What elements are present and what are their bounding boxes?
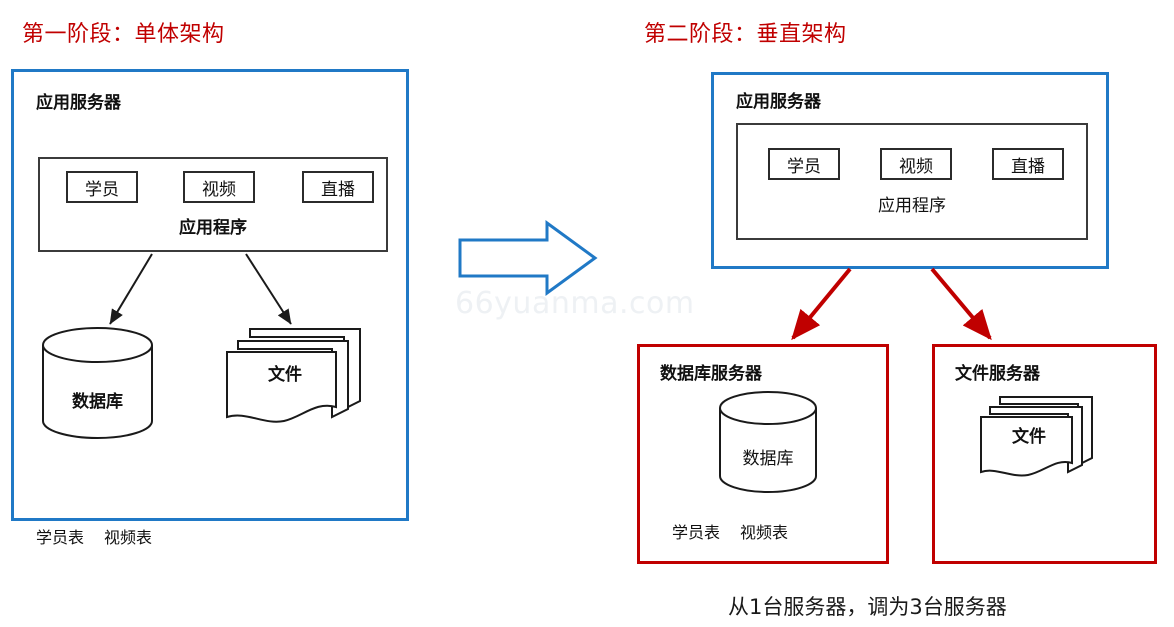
database-label: 数据库 [72,392,123,412]
arrow-app-to-file-server [930,267,992,341]
phase-one-title: 第一阶段：单体架构 [22,22,225,47]
file-server-file-stack: 文件 [978,394,1096,480]
module-box-xueyuan[interactable]: 学员 [768,148,840,180]
phase-one-file-stack: 文件 [224,325,364,427]
database-server-cylinder: 数据库 [718,391,818,493]
phase-one-arrow-layer [109,253,292,325]
arrow-app-to-db-server [791,267,852,341]
arrow-app-to-files [245,253,292,325]
phase-two-table-labels: 学员表视频表 [672,519,788,543]
table-label-xueyuanbiao: 学员表 [672,523,721,542]
phase-one-app-server-box: 应用服务器 学员 视频 直播 应用程序 学员表视频表 [11,69,409,547]
phase-one-app-server-title: 应用服务器 [36,93,121,113]
module-box-shipin[interactable]: 视频 [183,171,255,203]
module-box-xueyuan[interactable]: 学员 [66,171,138,203]
table-label-shipinbiao: 视频表 [104,528,153,547]
phase-two-app-server-title: 应用服务器 [736,92,821,112]
application-program-label: 应用程序 [179,218,247,238]
application-program-label: 应用程序 [878,196,946,216]
module-box-zhibo[interactable]: 直播 [992,148,1064,180]
module-box-shipin[interactable]: 视频 [880,148,952,180]
arrow-app-to-database [109,253,153,325]
files-label: 文件 [268,365,302,385]
database-server-title: 数据库服务器 [660,364,762,384]
phase-one-application-box: 学员 视频 直播 应用程序 [38,157,388,252]
file-server-title: 文件服务器 [955,364,1040,384]
phase-two-arrow-layer [791,267,992,341]
phase-one-database-cylinder: 数据库 [41,327,154,439]
files-label: 文件 [1012,427,1046,447]
module-box-zhibo[interactable]: 直播 [302,171,374,203]
watermark-text: 66yuanma.com [455,286,695,321]
phase-two-app-server-box: 应用服务器 学员 视频 直播 应用程序 [711,72,1109,269]
summary-caption: 从1台服务器，调为3台服务器 [728,595,1007,619]
table-label-xueyuanbiao: 学员表 [36,528,85,547]
phase-one-table-labels: 学员表视频表 [36,524,152,548]
database-label: 数据库 [742,449,794,469]
table-label-shipinbiao: 视频表 [740,523,789,542]
phase-two-application-box: 学员 视频 直播 应用程序 [736,123,1088,240]
phase-two-title: 第二阶段：垂直架构 [644,22,847,47]
